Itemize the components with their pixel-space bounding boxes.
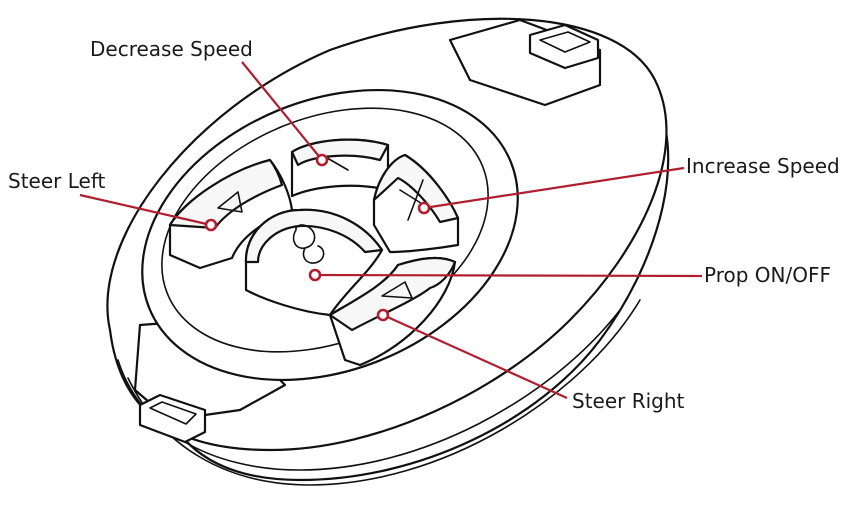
leader-prop-on-off (314, 273, 703, 278)
lanyard-slot-top-hole (528, 23, 600, 70)
label-prop-on-off: Prop ON/OFF (704, 263, 831, 287)
arrow-right-icon (381, 281, 413, 299)
dot-decrease-speed (315, 153, 329, 167)
arrow-left-icon (217, 191, 243, 213)
leader-decrease-speed (241, 61, 323, 161)
lanyard-slot-top-inner (539, 31, 591, 53)
propeller-icon (292, 224, 325, 264)
dot-steer-left (204, 218, 218, 232)
leader-lines (79, 61, 703, 400)
steer-left-button[interactable] (168, 158, 294, 270)
lanyard-slot-bottom-inner (149, 401, 197, 425)
label-steer-left: Steer Left (8, 169, 106, 193)
label-increase-speed: Increase Speed (686, 154, 840, 178)
label-steer-right: Steer Right (572, 389, 685, 413)
leader-steer-left (79, 193, 212, 227)
dot-increase-speed (417, 201, 431, 215)
rim-groove (127, 299, 641, 486)
leader-increase-speed (423, 166, 685, 210)
dot-prop-on-off (308, 268, 322, 282)
label-decrease-speed: Decrease Speed (90, 37, 253, 61)
dot-steer-right (376, 308, 390, 322)
callout-dots (204, 153, 431, 322)
prop-on-off-button[interactable] (244, 208, 384, 317)
leader-steer-right (382, 313, 568, 400)
